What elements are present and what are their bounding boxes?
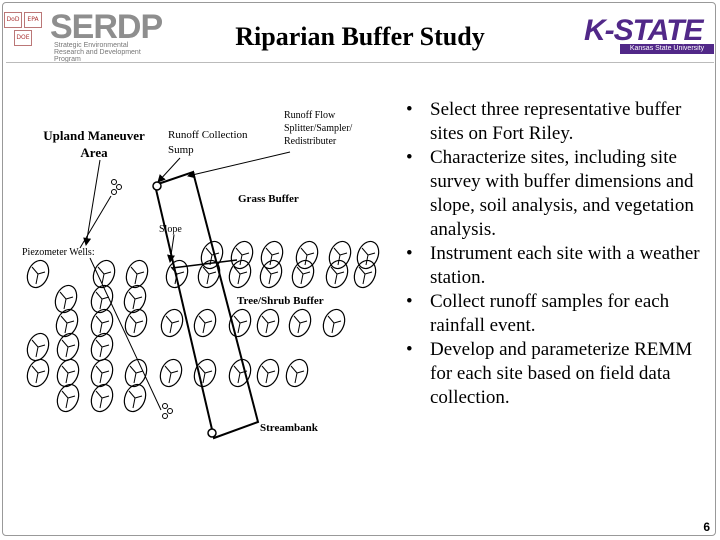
bullet-dot-icon: • [406, 243, 413, 264]
label-slope: Slope [159, 224, 182, 235]
slide-title: Riparian Buffer Study [235, 22, 485, 51]
well-cluster-icon [162, 403, 173, 419]
tree-icon [159, 358, 183, 388]
tree-icon [193, 358, 217, 388]
tree-icon [56, 358, 80, 388]
label-upland-maneuver-area: Upland Maneuver Area [43, 128, 145, 160]
tree-icon [26, 259, 50, 289]
tree-icon [56, 332, 80, 362]
tree-icon [160, 308, 184, 338]
serdp-logo: DoD EPA DOE SERDP Strategic Environmenta… [4, 8, 163, 63]
label-piezometer-wells: Piezometer Wells: [22, 247, 95, 258]
tree-field [26, 240, 380, 413]
bullet-item: •Collect runoff samples for each rainfal… [406, 291, 670, 336]
tree-icon [124, 308, 148, 338]
tree-icon [259, 259, 283, 289]
bullet-item: •Characterize sites, including site surv… [406, 147, 694, 240]
tree-icon [90, 308, 114, 338]
label-flow-splitter: Runoff Flow Splitter/Sampler/ Redistribu… [284, 110, 353, 147]
tree-icon [230, 240, 254, 270]
bullet-list: •Select three representative buffer site… [404, 98, 704, 410]
tree-icon [285, 358, 309, 388]
bullet-dot-icon: • [406, 291, 413, 312]
label-runoff-collection-sump: Runoff Collection Sump [168, 129, 248, 156]
tree-icon [228, 259, 252, 289]
tree-icon [260, 240, 284, 270]
tree-icon [90, 358, 114, 388]
bullet-dot-icon: • [406, 339, 413, 360]
tree-icon [291, 259, 315, 289]
dod-logo-box: DoD [4, 12, 22, 28]
tree-icon [90, 284, 114, 314]
tree-icon [54, 284, 78, 314]
upper-sump-icon [152, 181, 162, 191]
tree-icon [56, 383, 80, 413]
tree-icon [123, 284, 147, 314]
serdp-tagline: Strategic Environmental Research and Dev… [54, 42, 141, 63]
bullet-dot-icon: • [406, 99, 413, 120]
tree-icon [123, 383, 147, 413]
arrow-to-sump [157, 157, 181, 183]
buffer-diagram [26, 151, 380, 440]
epa-logo-box: EPA [24, 12, 42, 28]
arrow-to-splitter [187, 151, 291, 179]
slide-header: DoD EPA DOE SERDP Strategic Environmenta… [0, 0, 720, 63]
piezometer-leader [79, 195, 112, 249]
kstate-wordmark: K-STATE [584, 14, 704, 47]
tree-icon [322, 308, 346, 338]
tree-icon [26, 358, 50, 388]
tree-icon [55, 308, 79, 338]
buffer-strip-outline [153, 170, 260, 440]
serdp-wordmark: SERDP [50, 8, 163, 46]
well-cluster-icon [111, 179, 122, 195]
tree-icon [325, 259, 349, 289]
doe-logo-box: DOE [14, 30, 32, 46]
label-streambank: Streambank [260, 422, 318, 434]
tree-icon [356, 240, 380, 270]
tree-icon [288, 308, 312, 338]
kstate-subtitle: Kansas State University [620, 44, 714, 54]
bullet-item: •Develop and parameterize REMM for each … [406, 339, 693, 408]
lower-sump-icon [207, 428, 217, 438]
tree-icon [90, 383, 114, 413]
label-tree-shrub-buffer: Tree/Shrub Buffer [237, 295, 324, 307]
tree-icon [193, 308, 217, 338]
tree-icon [26, 332, 50, 362]
tree-icon [295, 240, 319, 270]
tree-icon [353, 259, 377, 289]
page-number: 6 [703, 520, 710, 534]
tree-icon [165, 259, 189, 289]
slope-arrow [167, 234, 175, 263]
tree-icon [228, 358, 252, 388]
tree-icon [256, 308, 280, 338]
tree-icon [256, 358, 280, 388]
tree-icon [197, 259, 221, 289]
arrow-upland-to-piezometer [83, 159, 101, 246]
bullet-item: •Instrument each site with a weather sta… [406, 243, 700, 288]
kstate-logo: K-STATE Kansas State University [584, 14, 714, 54]
label-grass-buffer: Grass Buffer [238, 193, 299, 205]
tree-icon [228, 308, 252, 338]
tree-icon [124, 358, 148, 388]
tree-icon [90, 332, 114, 362]
bullet-dot-icon: • [406, 147, 413, 168]
bullet-item: •Select three representative buffer site… [406, 99, 682, 144]
header-divider [6, 62, 714, 63]
